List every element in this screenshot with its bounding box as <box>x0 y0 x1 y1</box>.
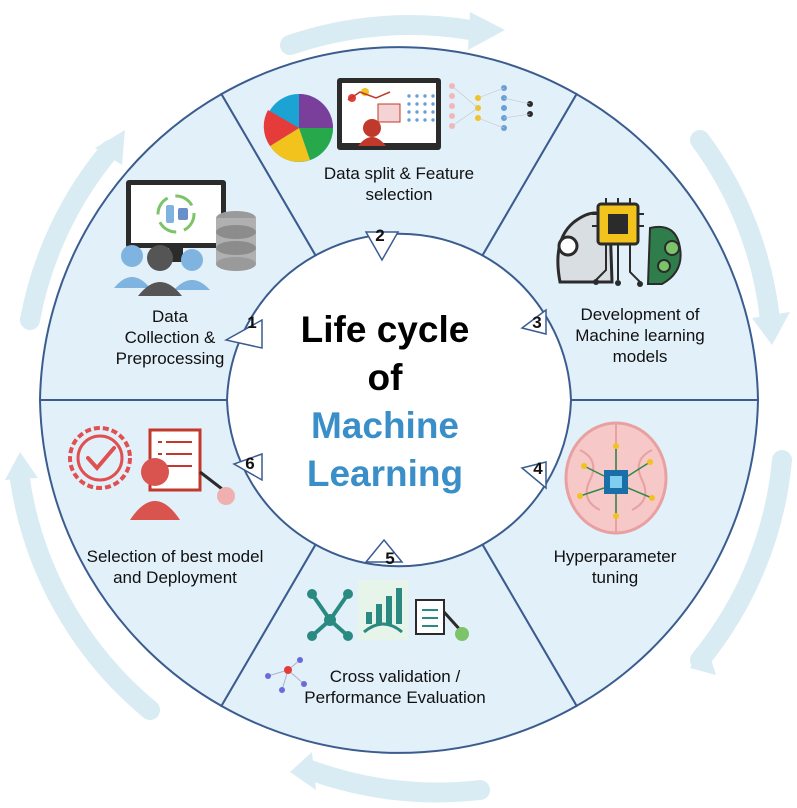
stage-label-1-line-3: Preprocessing <box>115 349 225 368</box>
stage-number-2: 2 <box>375 226 385 245</box>
flow-arrowheads <box>5 12 790 790</box>
evaluation-chart-icon <box>265 580 469 693</box>
stage-label-2-line-2: selection <box>365 185 433 204</box>
flow-arrow-bottom <box>300 760 490 803</box>
notch-1 <box>223 318 263 349</box>
stage-label-4-line-1: Hyperparameter <box>553 547 677 566</box>
title-line-4: Learning <box>306 453 464 494</box>
stage-label-2-line-1: Data split & Feature <box>323 164 475 183</box>
notch-5 <box>364 538 404 563</box>
pie-chart-neural-network-icon <box>263 78 533 162</box>
flow-arrow-right-bottom <box>690 450 792 670</box>
stage-label-3-line-2: Machine learning <box>575 326 705 345</box>
stage-number-6: 6 <box>245 454 255 473</box>
stage-label-6-line-1: Selection of best model <box>86 547 264 566</box>
segment-3 <box>481 92 760 401</box>
stage-label-1-line-2: Collection & <box>124 328 216 347</box>
stage-label-3-line-3: models <box>612 347 668 366</box>
flow-arrows <box>10 15 792 803</box>
stage-label-5-line-1: Cross validation / <box>329 667 461 686</box>
flow-arrow-right-top <box>690 130 780 330</box>
computer-database-people-icon <box>114 180 256 296</box>
stage-number-1: 1 <box>247 313 257 332</box>
stage-label-4-line-2: tuning <box>591 568 639 587</box>
approval-badge-checklist-icon <box>68 426 235 520</box>
title-line-1: Life cycle <box>300 309 470 350</box>
center-circle <box>235 236 563 564</box>
segment-6 <box>38 399 317 708</box>
title-line-2: of <box>367 357 403 398</box>
flow-arrow-top <box>280 15 480 55</box>
flow-arrow-left-top <box>20 140 120 330</box>
stage-label-6: Selection of best model and Deployment <box>70 546 280 588</box>
stage-label-3-line-1: Development of <box>580 305 700 324</box>
stage-label-5: Cross validation / Performance Evaluatio… <box>290 666 500 708</box>
brain-circuit-icon <box>564 421 668 535</box>
stage-label-3: Development of Machine learning models <box>560 304 720 367</box>
stage-notches <box>223 231 547 563</box>
ai-brain-chip-icon <box>556 198 682 287</box>
title-line-3: Machine <box>310 405 460 446</box>
segment-4 <box>481 399 760 708</box>
notch-6 <box>232 452 263 482</box>
stage-label-1-line-1: Data <box>152 307 188 326</box>
network-dots-icon <box>265 657 307 693</box>
stage-number-3: 3 <box>532 313 542 332</box>
flow-arrow-left-bottom <box>10 470 160 720</box>
stage-label-5-line-2: Performance Evaluation <box>304 688 486 707</box>
stage-number-4: 4 <box>533 459 543 478</box>
notch-3 <box>520 308 547 335</box>
stage-label-2: Data split & Feature selection <box>299 163 499 205</box>
stage-number-5: 5 <box>385 549 395 568</box>
notch-4 <box>520 461 547 490</box>
stage-label-6-line-2: and Deployment <box>113 568 237 587</box>
stage-label-1: Data Collection & Preprocessing <box>95 306 245 369</box>
notch-2 <box>364 231 400 262</box>
stage-label-4: Hyperparameter tuning <box>535 546 695 588</box>
